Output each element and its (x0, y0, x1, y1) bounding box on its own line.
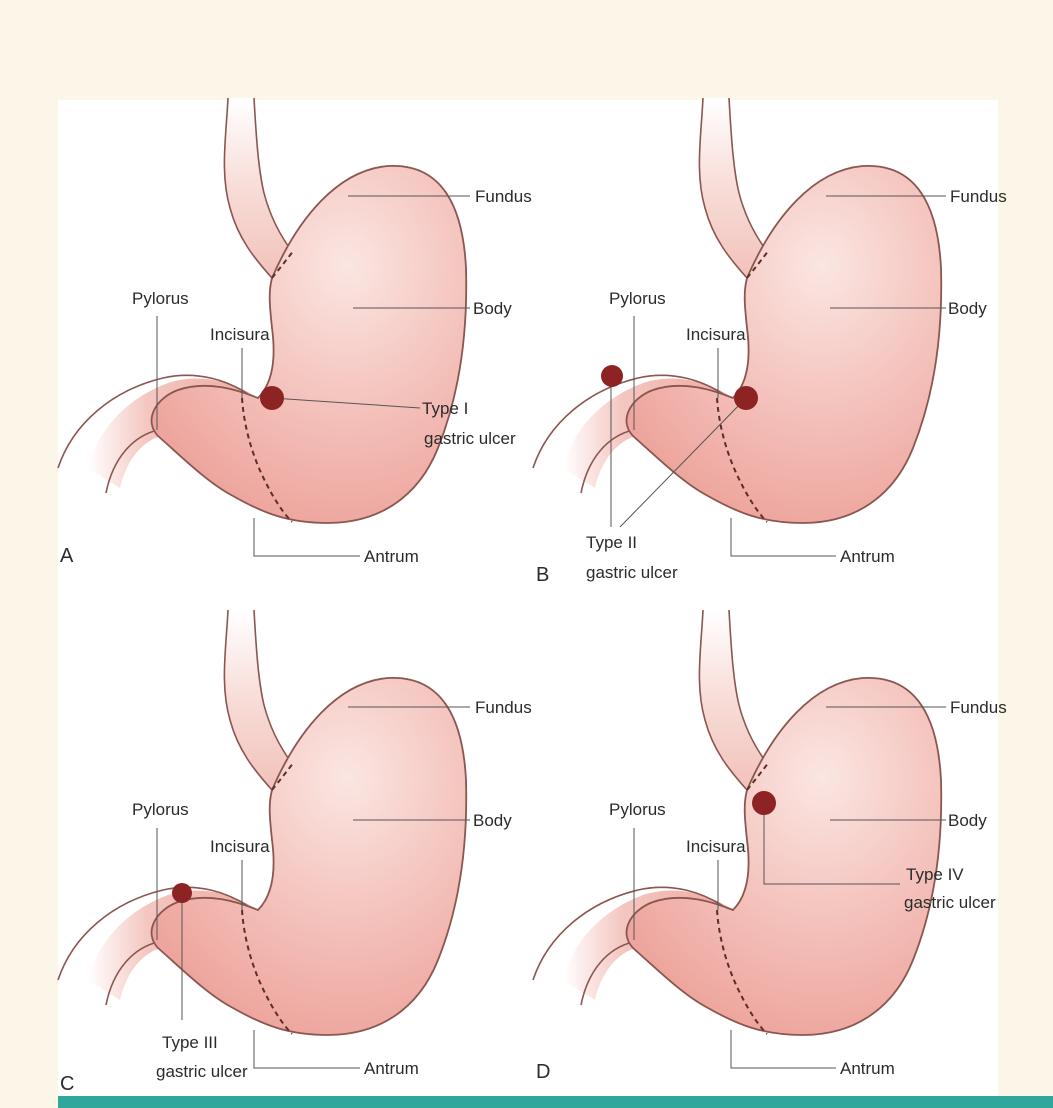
panel-letter: B (536, 564, 549, 586)
label-ulcer-line2: gastric ulcer (424, 429, 516, 448)
label-fundus: Fundus (475, 698, 532, 717)
ulcer-type-1-marker (260, 386, 284, 410)
label-body: Body (473, 811, 512, 830)
label-ulcer-line2: gastric ulcer (586, 563, 678, 582)
ulcer-type-2-pyloric-marker (601, 365, 623, 387)
label-ulcer-line2: gastric ulcer (156, 1062, 248, 1081)
label-pylorus: Pylorus (132, 289, 189, 308)
label-pylorus: Pylorus (609, 289, 666, 308)
ulcer-type-2-body-marker (734, 386, 758, 410)
label-fundus: Fundus (475, 187, 532, 206)
label-antrum: Antrum (840, 1059, 895, 1078)
panel-d: Fundus Body Pylorus Incisura Antrum Type… (533, 610, 1007, 1083)
accent-bar (58, 1096, 1053, 1108)
panel-letter: A (60, 545, 74, 567)
panel-c: Fundus Body Pylorus Incisura Antrum Type… (58, 610, 532, 1095)
label-incisura: Incisura (686, 837, 746, 856)
label-ulcer-line1: Type I (422, 399, 468, 418)
ulcer-type-3-marker (172, 883, 192, 903)
label-pylorus: Pylorus (132, 800, 189, 819)
label-incisura: Incisura (210, 325, 270, 344)
panel-letter: C (60, 1073, 74, 1095)
panel-b: Fundus Body Pylorus Incisura Antrum Type… (533, 98, 1007, 586)
label-body: Body (948, 811, 987, 830)
label-fundus: Fundus (950, 698, 1007, 717)
panel-letter: D (536, 1061, 550, 1083)
label-incisura: Incisura (210, 837, 270, 856)
label-pylorus: Pylorus (609, 800, 666, 819)
label-incisura: Incisura (686, 325, 746, 344)
label-antrum: Antrum (364, 1059, 419, 1078)
label-ulcer-line2: gastric ulcer (904, 893, 996, 912)
label-antrum: Antrum (840, 547, 895, 566)
label-fundus: Fundus (950, 187, 1007, 206)
panel-a: Fundus Body Pylorus Incisura Antrum Type… (58, 98, 532, 567)
label-ulcer-line1: Type IV (906, 865, 964, 884)
label-antrum: Antrum (364, 547, 419, 566)
label-body: Body (473, 299, 512, 318)
label-ulcer-line1: Type III (162, 1033, 218, 1052)
ulcer-type-4-marker (752, 791, 776, 815)
label-body: Body (948, 299, 987, 318)
label-ulcer-line1: Type II (586, 533, 637, 552)
